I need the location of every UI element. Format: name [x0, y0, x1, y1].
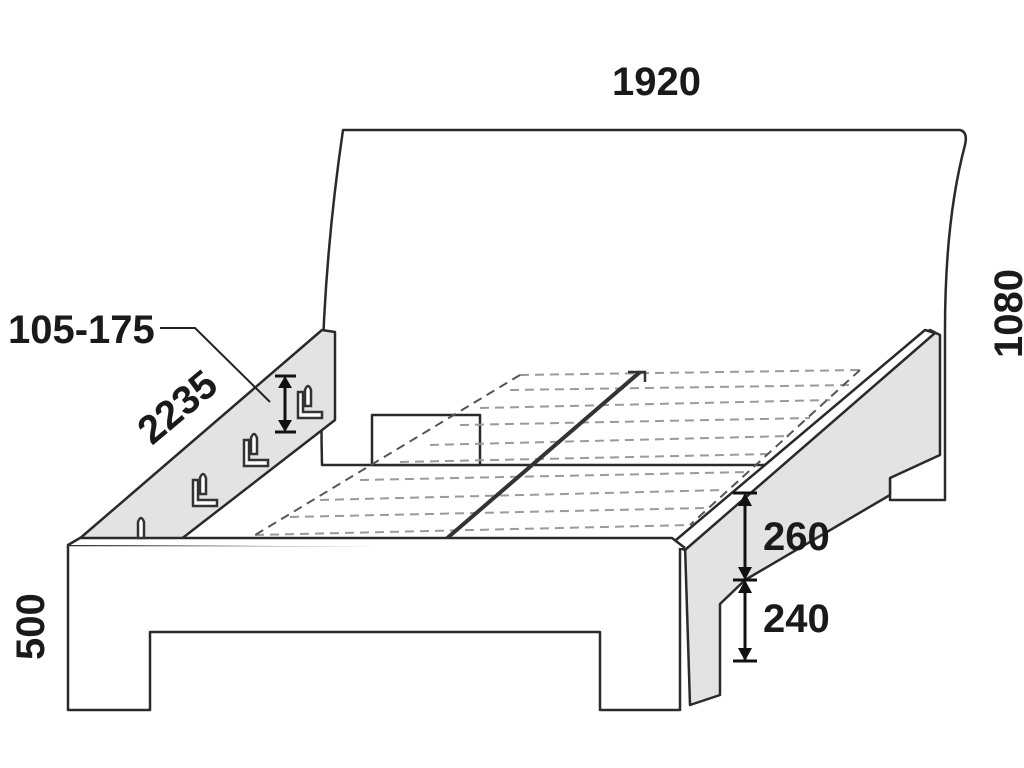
mount-range-leader — [160, 327, 271, 403]
mount-bracket-group — [136, 384, 324, 540]
left-side-rail — [76, 328, 337, 542]
leg-height-arrow — [733, 580, 757, 663]
leg-height-label: 240 — [763, 597, 830, 641]
side-height-label: 260 — [763, 515, 830, 559]
mount-range-arrow — [275, 374, 296, 434]
mount-range-label: 105-175 — [8, 308, 155, 352]
footboard-top-edge — [67, 536, 686, 549]
width-label: 1920 — [612, 60, 701, 104]
slatted-base — [254, 369, 861, 542]
right-side-rail — [683, 328, 942, 707]
footboard — [66, 543, 682, 712]
total-height-label: 500 — [9, 593, 53, 660]
headboard-height-label: 1080 — [987, 269, 1024, 358]
headboard-inner-slot — [370, 413, 482, 467]
